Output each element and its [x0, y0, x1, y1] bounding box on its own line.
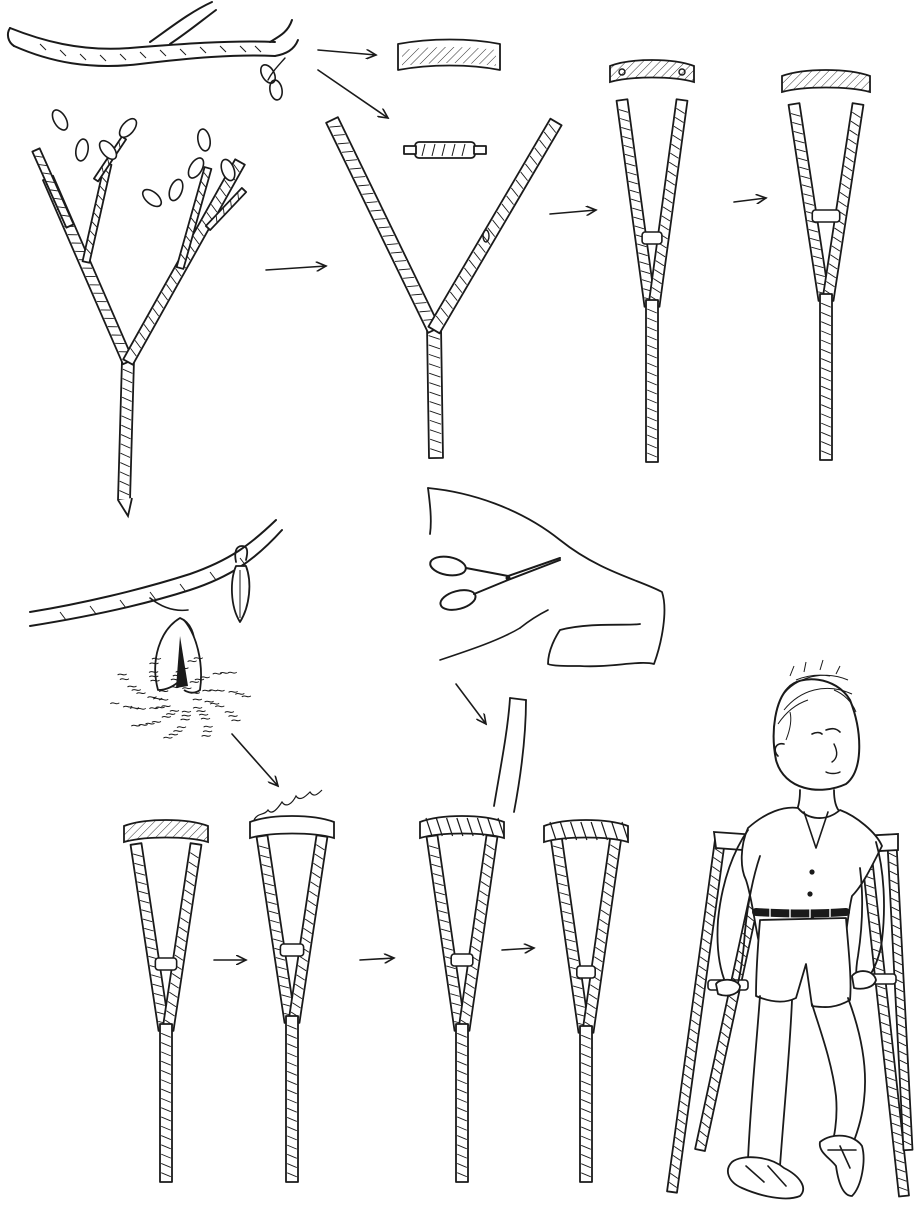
horizontal-branch — [8, 2, 298, 101]
handgrip-piece — [404, 142, 486, 158]
forked-branch-with-leaves — [32, 107, 246, 516]
cloth-strip — [494, 698, 526, 812]
leaf-icon — [74, 138, 90, 162]
handgrip — [451, 954, 473, 966]
bottom-crutch-plain — [124, 820, 208, 1182]
assembly-crutch — [610, 60, 694, 462]
arrow-to-grip — [318, 70, 388, 118]
armpit-rest — [610, 60, 694, 82]
handgrip — [812, 210, 839, 222]
finished-crutch-top — [782, 70, 870, 460]
handgrip — [280, 944, 303, 956]
handgrip — [577, 966, 595, 978]
armpit-rest — [124, 820, 208, 842]
seed-pod-branch — [30, 520, 282, 693]
cloth-sheet — [428, 488, 664, 666]
leaf-icon — [140, 186, 165, 209]
arrow-row-3 — [502, 948, 534, 950]
leaf-icon — [49, 107, 70, 132]
bottom-crutch-finished — [544, 820, 628, 1182]
armpit-rest — [782, 70, 870, 92]
arrow-cloth-to-strip — [456, 684, 486, 724]
armpit-rest-piece — [398, 40, 500, 71]
armpit-rest — [250, 816, 334, 838]
child-using-crutches — [667, 660, 912, 1198]
arrow-trimmed-to-assembly — [550, 210, 596, 214]
arrow-kapok-to-crutch — [232, 734, 278, 786]
finished-crutch — [782, 70, 870, 460]
arrow-fork-to-trimmed — [266, 266, 326, 270]
scissors-icon — [429, 554, 560, 613]
crutch-assembly — [610, 60, 694, 462]
arrow-row-2 — [360, 958, 394, 960]
child-hair — [778, 660, 856, 740]
arrow-assembly-to-crutch — [734, 198, 766, 202]
arrow-to-rest — [318, 50, 376, 55]
bottom-crutch-wrapping — [420, 816, 504, 1182]
leaf-icon — [116, 116, 139, 141]
bottom-crutch-padded — [250, 790, 334, 1182]
trimmed-forked-branch — [326, 117, 561, 458]
handgrip — [155, 958, 176, 970]
handgrip — [642, 232, 662, 244]
leaf-icon — [196, 128, 212, 152]
leaf-icon — [167, 178, 186, 203]
